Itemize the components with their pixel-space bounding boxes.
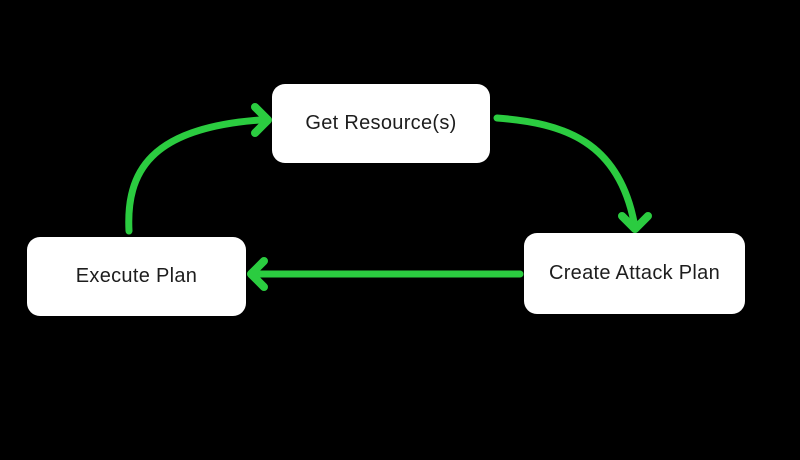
arrowhead-left-icon [247, 257, 268, 291]
node-create-attack-plan-label: Create Attack Plan [548, 262, 721, 284]
edge-create-attack-plan-to-execute-plan [247, 257, 524, 291]
node-execute-plan: Execute Plan [27, 237, 246, 316]
arrowhead-down-icon [618, 212, 652, 233]
node-execute-plan-label: Execute Plan [75, 265, 198, 287]
edge-line [493, 114, 638, 226]
arrowhead-right-icon [251, 103, 272, 137]
node-create-attack-plan: Create Attack Plan [524, 233, 745, 314]
node-get-resources: Get Resource(s) [272, 84, 490, 163]
edge-execute-plan-to-get-resources [125, 103, 272, 235]
edge-line [125, 116, 264, 235]
edge-get-resources-to-create-attack-plan [493, 114, 652, 233]
node-get-resources-label: Get Resource(s) [305, 112, 457, 134]
